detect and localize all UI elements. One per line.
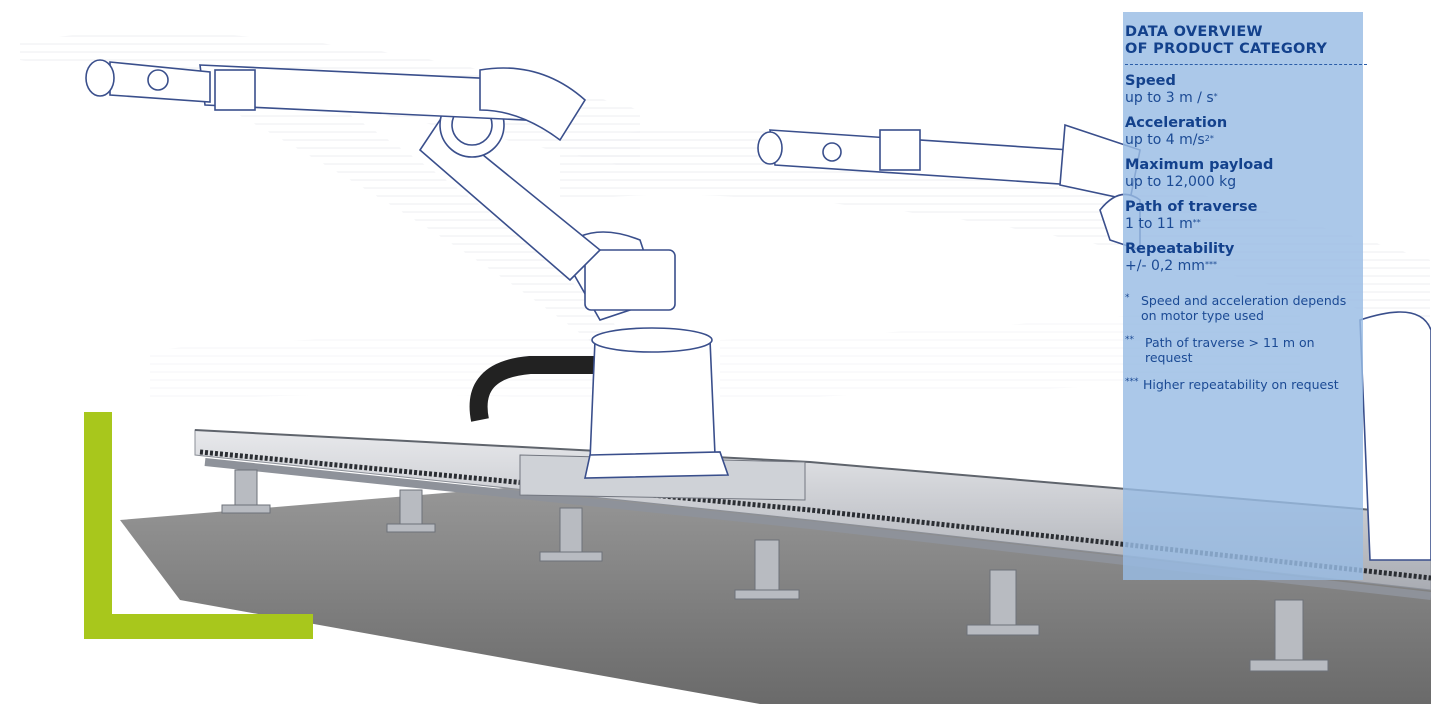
panel-heading-line2: OF PRODUCT CATEGORY [1125,41,1328,57]
footnote-text: Higher repeatability on request [1143,377,1339,392]
spec-label: Path of traverse [1125,199,1258,215]
footnote-repeatability: *** Higher repeatability on request [1125,377,1359,392]
footnote-text: Speed and acceleration depends on motor … [1141,293,1347,323]
spec-label: Maximum payload [1125,157,1274,173]
footnote-mark: ** [1125,335,1134,345]
footnote-mark: * [1125,293,1130,303]
robot-arm-1 [85,59,730,479]
data-overview-panel: DATA OVERVIEW OF PRODUCT CATEGORY Speed … [1123,12,1367,580]
spec-acceleration: Acceleration up to 4 m/s2* [1125,115,1359,149]
spec-label: Repeatability [1125,241,1235,257]
linear-track [194,429,1431,672]
panel-heading-line1: DATA OVERVIEW [1125,24,1263,40]
footnote-text: Path of traverse > 11 m on request [1145,335,1315,365]
footnote-traverse: ** Path of traverse > 11 m on request [1125,335,1359,365]
panel-heading: DATA OVERVIEW OF PRODUCT CATEGORY [1125,24,1367,65]
footnotes: * Speed and acceleration depends on moto… [1125,293,1359,392]
spec-speed: Speed up to 3 m / s* [1125,73,1359,107]
spec-path-of-traverse: Path of traverse 1 to 11 m** [1125,199,1359,233]
footnote-mark: *** [1125,377,1139,387]
spec-value: +/- 0,2 mm*** [1125,258,1217,274]
spec-repeatability: Repeatability +/- 0,2 mm*** [1125,241,1359,275]
spec-label: Speed [1125,73,1176,89]
spec-value: 1 to 11 m** [1125,216,1201,232]
spec-label: Acceleration [1125,115,1228,131]
accent-bar-horizontal [84,614,313,639]
spec-maximum-payload: Maximum payload up to 12,000 kg [1125,157,1359,191]
cable-chain [469,356,600,422]
footnote-speed: * Speed and acceleration depends on moto… [1125,293,1359,323]
spec-value: up to 4 m/s2* [1125,132,1214,148]
spec-value: up to 12,000 kg [1125,174,1237,190]
spec-value: up to 3 m / s* [1125,90,1218,106]
accent-bar-vertical [84,412,112,639]
